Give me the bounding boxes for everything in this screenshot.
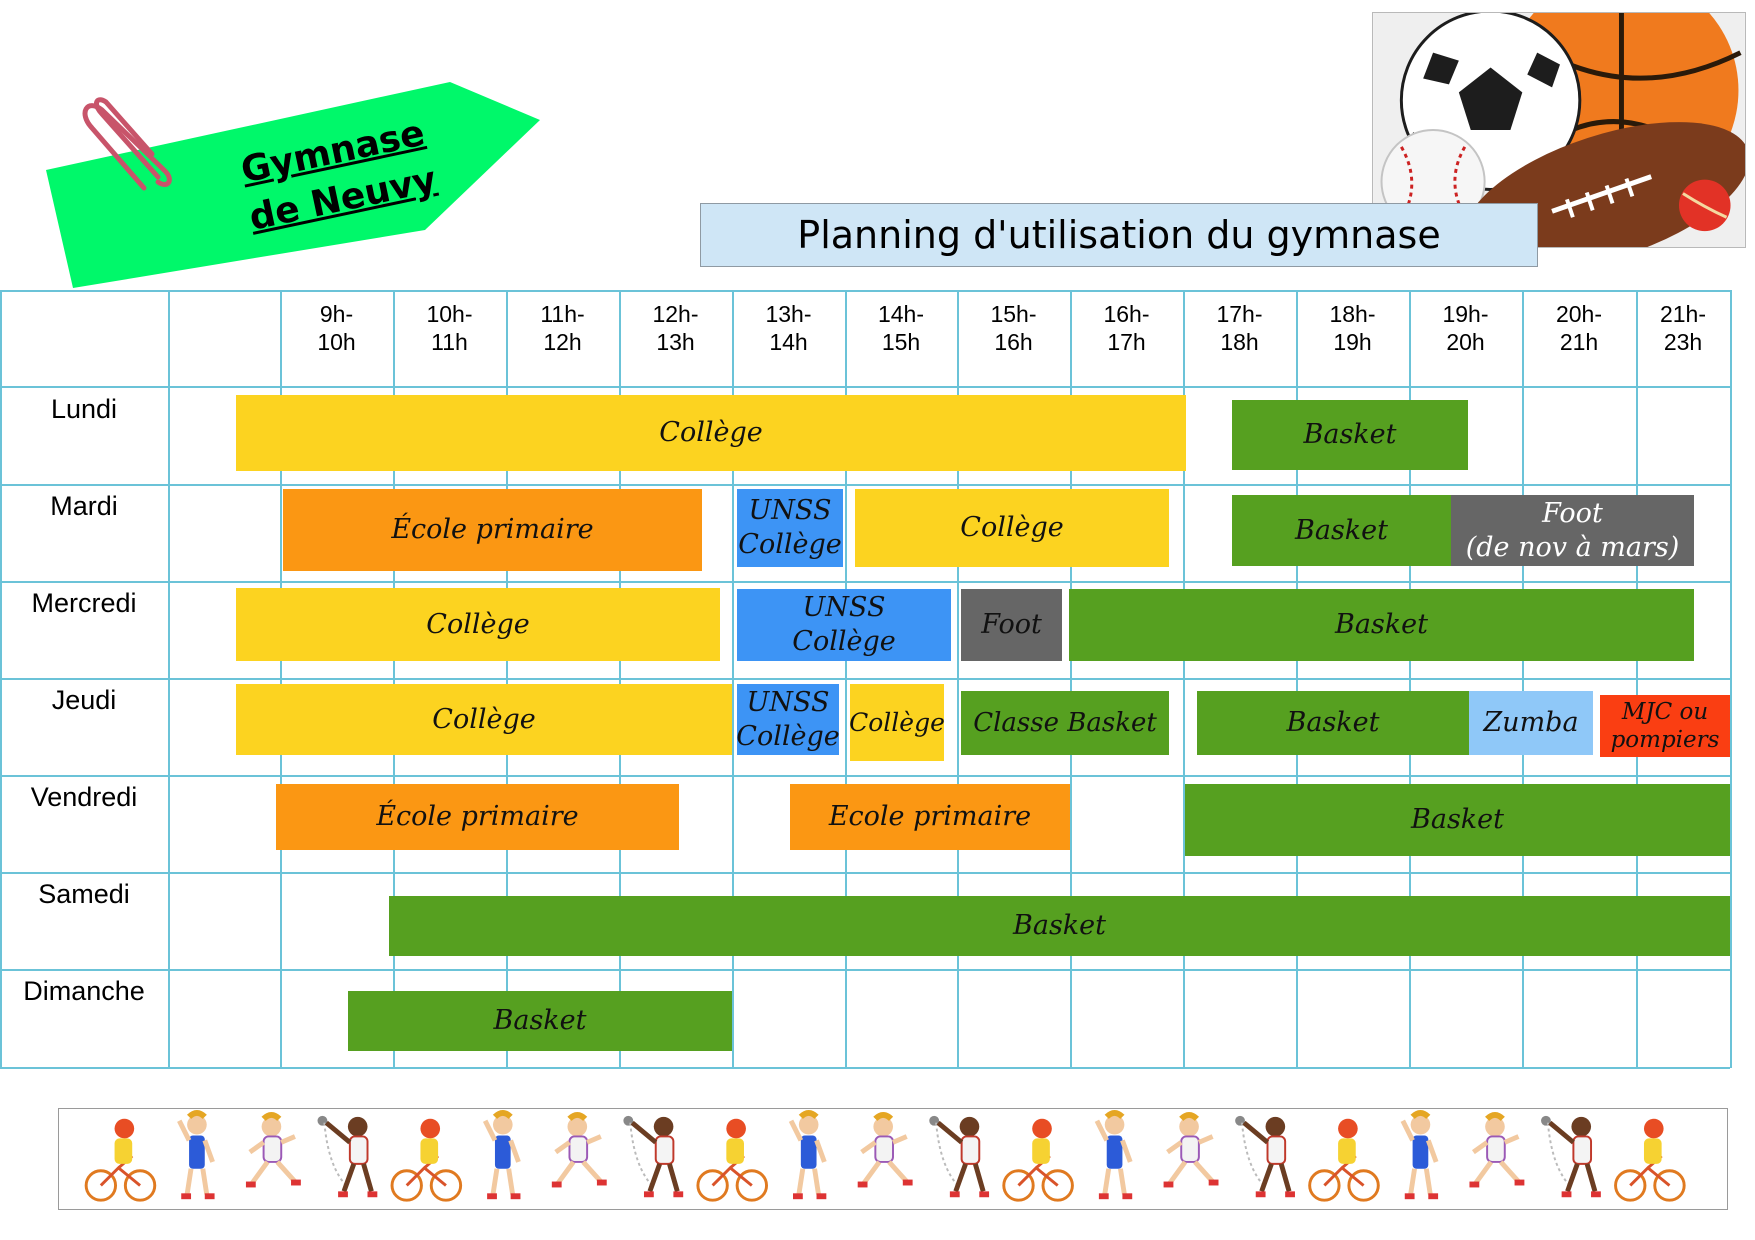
day-vendredi: Vendredi — [30, 782, 138, 812]
hour-header: 9h- 10h — [317, 301, 356, 355]
mercredi-unss-block: UNSS Collège — [737, 589, 951, 661]
day-samedi: Samedi — [38, 879, 130, 909]
kid-figure-runner — [482, 1110, 521, 1200]
hour-header: 10h- 11h — [426, 301, 473, 355]
jeudi-college2-block: Collège — [849, 684, 945, 761]
hour-header: 19h- 20h — [1442, 301, 1489, 355]
kid-figure-thrower — [929, 1115, 990, 1198]
kid-figure-bike — [1002, 1118, 1074, 1202]
mardi-basket-block: Basket — [1232, 495, 1451, 566]
hour-header: 14h- 15h — [877, 301, 925, 355]
jeudi-mjc-block: MJC ou pompiers — [1600, 695, 1730, 757]
mardi-unss-block: UNSS Collège — [737, 489, 843, 567]
kid-figure-bike — [84, 1118, 157, 1202]
lundi-basket-block: Basket — [1232, 400, 1468, 470]
sports-balls-image — [1372, 12, 1746, 248]
lundi-college-block: Collège — [236, 395, 1186, 471]
mardi-ecole-block: École primaire — [283, 489, 702, 571]
title-tag — [46, 82, 540, 288]
day-lundi: Lundi — [50, 394, 118, 424]
jeudi-basket-block: Basket — [1197, 691, 1469, 755]
day-dimanche: Dimanche — [23, 976, 145, 1006]
kid-figure-thrower — [317, 1115, 378, 1198]
kid-figure-thrower — [623, 1115, 684, 1198]
mercredi-basket-block: Basket — [1069, 589, 1694, 661]
kids-sports-strip — [58, 1108, 1728, 1210]
kid-figure-thrower — [1235, 1115, 1295, 1198]
day-jeudi: Jeudi — [51, 685, 117, 715]
kid-figure-thrower — [1541, 1115, 1601, 1198]
kid-figure-sprinter — [1163, 1111, 1219, 1188]
hour-header: 18h- 19h — [1329, 301, 1376, 355]
day-mardi: Mardi — [50, 491, 118, 521]
jeudi-college-block: Collège — [236, 684, 732, 755]
kid-figure-sprinter — [245, 1111, 301, 1188]
kid-figure-sprinter — [551, 1111, 607, 1188]
kid-figure-sprinter — [857, 1111, 913, 1188]
mercredi-college-block: Collège — [236, 588, 720, 661]
paperclip-icon — [82, 97, 172, 191]
kid-figure-runner — [1094, 1110, 1133, 1200]
hour-header: 21h- 23h — [1659, 301, 1707, 355]
mardi-college-block: Collège — [855, 489, 1169, 567]
kid-figure-runner — [177, 1110, 215, 1200]
kid-figure-runner — [1400, 1110, 1439, 1200]
kid-figure-bike — [696, 1118, 768, 1202]
hour-header: 15h- 16h — [990, 301, 1037, 355]
jeudi-unss-block: UNSS Collège — [736, 684, 840, 755]
jeudi-zumba-block: Zumba — [1469, 691, 1593, 755]
page-title: Planning d'utilisation du gymnase — [700, 203, 1538, 267]
mardi-foot-block: Foot (de nov à mars) — [1451, 495, 1694, 566]
mercredi-foot-block: Foot — [961, 589, 1062, 661]
hour-header: 12h- 13h — [652, 301, 699, 355]
hour-header: 16h- 17h — [1103, 301, 1150, 355]
kid-figure-runner — [788, 1110, 827, 1200]
vendredi-basket-block: Basket — [1185, 784, 1730, 856]
hour-header: 17h- 18h — [1216, 301, 1263, 355]
hour-header: 11h- 12h — [540, 301, 585, 355]
vendredi-ecole2-block: Ecole primaire — [790, 784, 1070, 850]
hour-header: 20h- 21h — [1555, 301, 1603, 355]
jeudi-classe-basket-block: Classe Basket — [961, 691, 1169, 755]
hour-header: 13h- 14h — [765, 301, 812, 355]
kid-figure-bike — [1308, 1118, 1380, 1202]
kid-figure-bike — [390, 1118, 463, 1202]
samedi-basket-block: Basket — [389, 896, 1730, 956]
day-mercredi: Mercredi — [31, 588, 137, 618]
dimanche-basket-block: Basket — [348, 991, 732, 1051]
kid-figure-sprinter — [1469, 1111, 1525, 1188]
kid-figure-bike — [1614, 1118, 1686, 1202]
vendredi-ecole-block: École primaire — [276, 784, 679, 850]
